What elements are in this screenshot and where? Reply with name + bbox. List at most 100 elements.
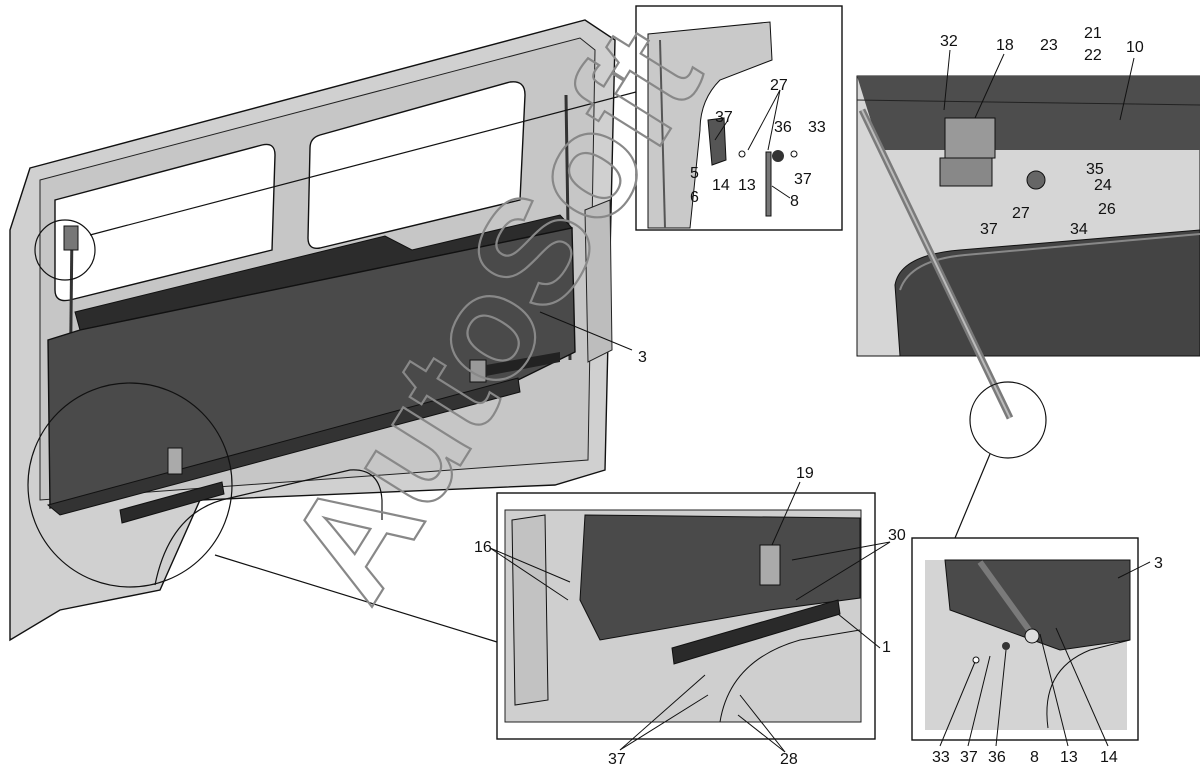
callout-37d: 37 bbox=[608, 751, 626, 768]
detail-circle-strut bbox=[969, 381, 1047, 459]
washer-14 bbox=[738, 150, 746, 158]
callout-8b: 8 bbox=[1030, 749, 1039, 766]
leader-18 bbox=[974, 53, 1005, 119]
callout-3a: 3 bbox=[638, 349, 647, 366]
main-view: 3 bbox=[9, 19, 647, 643]
leader-3a bbox=[539, 311, 633, 351]
pillar-inner bbox=[659, 39, 666, 229]
strut-bracket-left bbox=[63, 225, 79, 251]
pillar-c bbox=[511, 514, 549, 706]
leader-27a bbox=[747, 89, 781, 151]
leader-16a bbox=[489, 547, 571, 583]
callout-33b: 33 bbox=[932, 749, 950, 766]
window-right bbox=[307, 81, 526, 249]
callout-10: 10 bbox=[1126, 39, 1144, 56]
leader-bottom bbox=[214, 554, 498, 643]
lower-panel-top bbox=[899, 233, 1200, 291]
nut-33 bbox=[790, 150, 798, 158]
lower-strap bbox=[119, 481, 225, 524]
leader-28a bbox=[739, 694, 786, 753]
callout-27a: 27 bbox=[770, 77, 788, 94]
callout-30: 30 bbox=[888, 527, 906, 544]
panel-strap bbox=[486, 352, 560, 376]
leader-16b bbox=[489, 547, 569, 601]
leader-13b bbox=[1039, 633, 1069, 747]
callout-21: 21 bbox=[1084, 25, 1102, 42]
callout-14a: 14 bbox=[712, 177, 730, 194]
callout-22: 22 bbox=[1084, 47, 1102, 64]
top-body-edge bbox=[856, 99, 1200, 106]
strap-1 bbox=[671, 599, 841, 665]
panel-section-c bbox=[579, 514, 861, 641]
callout-3b: 3 bbox=[1154, 555, 1163, 572]
callout-16: 16 bbox=[474, 539, 492, 556]
callout-5: 5 bbox=[690, 165, 699, 182]
callout-1: 1 bbox=[882, 639, 891, 656]
leader-37d2 bbox=[619, 694, 709, 751]
callout-6: 6 bbox=[690, 189, 699, 206]
leader-30a bbox=[791, 541, 891, 561]
callout-13a: 13 bbox=[738, 177, 756, 194]
hinge-plate-18 bbox=[944, 117, 996, 159]
hinge-plate-lower bbox=[939, 157, 993, 187]
callout-13b: 13 bbox=[1060, 749, 1078, 766]
callout-35: 35 bbox=[1086, 161, 1104, 178]
leader-36b bbox=[995, 649, 1007, 747]
arch-d bbox=[1046, 639, 1131, 729]
inset-latch-detail: 19 30 16 1 37 28 bbox=[474, 465, 906, 768]
washer-8-d bbox=[1024, 628, 1040, 644]
leader-37a bbox=[714, 119, 729, 141]
leader-14b bbox=[1055, 627, 1109, 747]
callout-19: 19 bbox=[796, 465, 814, 482]
callout-18: 18 bbox=[996, 37, 1014, 54]
wheel-arch bbox=[154, 469, 383, 586]
callout-34: 34 bbox=[1070, 221, 1088, 238]
bolt-rod bbox=[765, 151, 772, 217]
washer-36 bbox=[772, 150, 784, 162]
detail-circle-bottom bbox=[27, 382, 233, 588]
callout-8a: 8 bbox=[790, 193, 799, 210]
detail-circle-top bbox=[34, 219, 96, 281]
pillar-section bbox=[647, 21, 773, 229]
callout-28: 28 bbox=[780, 751, 798, 768]
latch-19 bbox=[759, 544, 781, 586]
callout-33a: 33 bbox=[808, 119, 826, 136]
callout-37b: 37 bbox=[794, 171, 812, 188]
strut-rod-d bbox=[977, 560, 1035, 636]
leader-3b bbox=[1117, 561, 1151, 579]
leader-1 bbox=[837, 613, 881, 649]
leader-strut bbox=[954, 453, 991, 539]
callout-37e: 37 bbox=[960, 749, 978, 766]
leader-8a bbox=[771, 185, 791, 199]
callout-26: 26 bbox=[1098, 201, 1116, 218]
callout-37a: 37 bbox=[715, 109, 733, 126]
callout-32: 32 bbox=[940, 33, 958, 50]
panel-edge bbox=[46, 377, 521, 516]
leader-19 bbox=[771, 481, 801, 546]
pivot-21 bbox=[1026, 170, 1046, 190]
side-pillar bbox=[584, 199, 613, 363]
arch-c bbox=[719, 629, 861, 723]
inset-hinge-top: 27 37 36 33 5 6 14 13 37 8 bbox=[635, 5, 843, 231]
leader-28b bbox=[737, 714, 786, 753]
inset-strut-mount: 32 18 23 21 22 10 35 24 26 27 37 34 bbox=[856, 25, 1200, 539]
inset-strut-end: 3 33 37 36 8 13 14 bbox=[911, 537, 1163, 766]
leader-10 bbox=[1119, 57, 1135, 121]
leader-top bbox=[89, 91, 637, 236]
top-body bbox=[857, 76, 1200, 150]
leader-30b bbox=[795, 541, 891, 601]
leader-32 bbox=[943, 49, 951, 111]
leader-37d1 bbox=[619, 674, 706, 751]
callout-23: 23 bbox=[1040, 37, 1058, 54]
strut-rod-hl bbox=[861, 109, 1011, 419]
leader-33b bbox=[939, 661, 976, 747]
callout-27b: 27 bbox=[1012, 205, 1030, 222]
leader-27b bbox=[767, 89, 781, 151]
callout-36b: 36 bbox=[988, 749, 1006, 766]
leader-37e bbox=[967, 655, 991, 747]
washer-36-d bbox=[1002, 642, 1010, 650]
wall-latch bbox=[167, 447, 183, 475]
callout-37c: 37 bbox=[980, 221, 998, 238]
